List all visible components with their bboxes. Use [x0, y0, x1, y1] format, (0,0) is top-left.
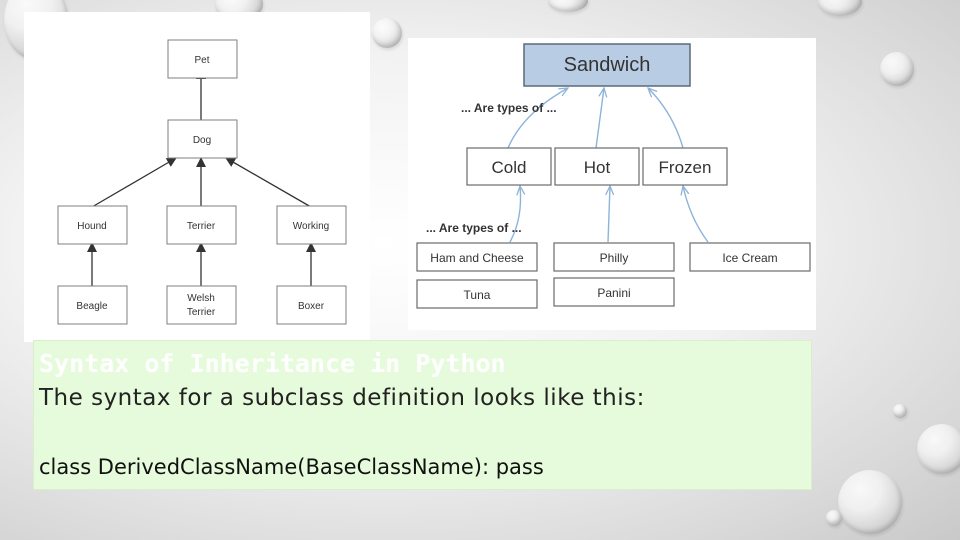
arrow-frozen-to-sandwich: [648, 88, 684, 149]
node-working: [276, 205, 347, 245]
water-drop-decoration: [548, 0, 588, 12]
label-working: Working: [293, 221, 330, 232]
label-dog: Dog: [193, 135, 211, 146]
label-are-types-of-1: ... Are types of ...: [461, 101, 557, 115]
label-welsh-terrier: Terrier: [187, 307, 216, 318]
arrow-working-to-dog: [225, 157, 312, 208]
label-panini: Panini: [597, 286, 630, 300]
label-cold: Cold: [492, 158, 527, 177]
arrow-hound-to-dog: [91, 157, 177, 208]
arrow-cold-to-sandwich: [507, 88, 568, 149]
node-cold: [466, 147, 552, 186]
label-ice-cream: Ice Cream: [722, 251, 777, 265]
syntax-heading: Syntax of Inheritance in Python: [39, 349, 506, 378]
water-drop-decoration: [893, 404, 907, 418]
node-panini: [553, 277, 675, 307]
dog-inheritance-diagram: Pet Dog Hound Terrier Working Beagle Wel…: [24, 12, 370, 342]
node-tuna: [416, 279, 538, 309]
node-beagle: [57, 285, 128, 325]
node-philly: [553, 242, 675, 272]
label-beagle: Beagle: [76, 301, 108, 312]
syntax-code-example: class DerivedClassName(BaseClassName): p…: [39, 455, 544, 479]
node-ice-cream: [689, 242, 811, 272]
label-philly: Philly: [600, 251, 629, 265]
node-pet: [167, 39, 238, 79]
syntax-description: The syntax for a subclass definition loo…: [39, 385, 645, 411]
water-drop-decoration: [826, 510, 842, 526]
arrow-philly-to-hot: [608, 186, 610, 243]
node-sandwich: [523, 43, 691, 87]
dog-diagram-svg: Pet Dog Hound Terrier Working Beagle Wel…: [57, 39, 347, 325]
arrow-hot-to-sandwich: [595, 88, 604, 149]
node-boxer: [276, 285, 347, 325]
arrow-ham-to-cold: [509, 186, 521, 243]
label-hot: Hot: [584, 158, 611, 177]
label-welsh: Welsh: [187, 293, 215, 304]
node-terrier: [166, 205, 237, 245]
node-dog: [167, 119, 238, 159]
label-frozen: Frozen: [659, 158, 712, 177]
label-boxer: Boxer: [298, 301, 325, 312]
label-sandwich: Sandwich: [564, 54, 651, 76]
label-ham-and-cheese: Ham and Cheese: [430, 251, 524, 265]
arrow-icecream-to-frozen: [683, 186, 709, 243]
water-drop-decoration: [880, 52, 914, 86]
label-tuna: Tuna: [464, 288, 491, 302]
node-ham-and-cheese: [416, 242, 538, 272]
label-are-types-of-2: ... Are types of ...: [426, 221, 522, 235]
syntax-text-box: Syntax of Inheritance in Python The synt…: [33, 340, 812, 490]
node-welsh-terrier: [166, 285, 237, 325]
water-drop-decoration: [838, 470, 902, 534]
label-terrier: Terrier: [187, 221, 216, 232]
node-frozen: [642, 147, 728, 186]
water-drop-decoration: [372, 18, 402, 48]
label-pet: Pet: [194, 55, 209, 66]
label-hound: Hound: [77, 221, 106, 232]
sandwich-diagram-svg: Sandwich ... Are types of ... Cold Hot F…: [416, 43, 811, 309]
sandwich-inheritance-diagram: Sandwich ... Are types of ... Cold Hot F…: [408, 38, 816, 330]
node-hot: [554, 147, 640, 186]
water-drop-decoration: [917, 424, 960, 474]
node-hound: [57, 205, 128, 245]
water-drop-decoration: [818, 0, 862, 16]
